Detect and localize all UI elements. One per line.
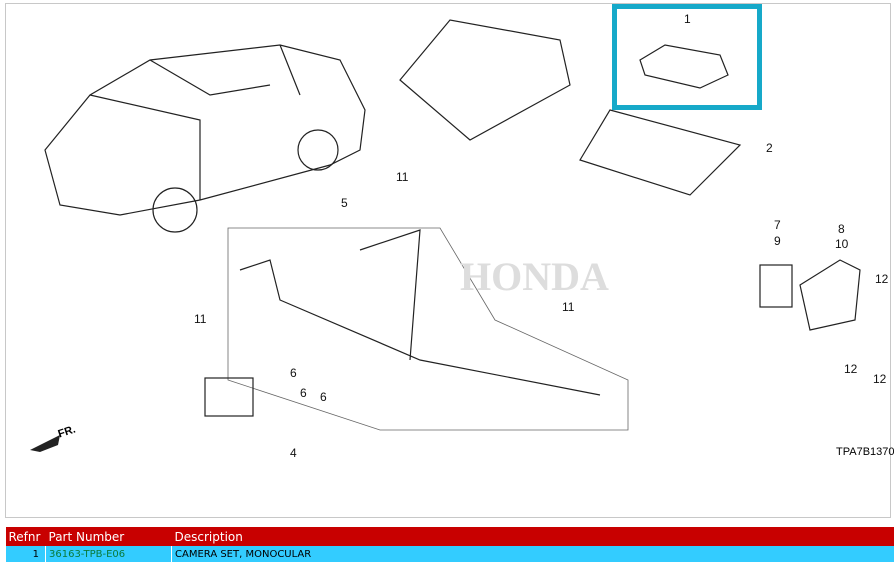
description-cell: CAMERA SET, MONOCULAR bbox=[171, 546, 894, 562]
diagram-frame bbox=[5, 3, 891, 518]
callout-12[interactable]: 12 bbox=[844, 362, 858, 376]
callout-12[interactable]: 12 bbox=[875, 272, 889, 286]
parts-table: Refnr Part Number Description 1 36163-TP… bbox=[5, 527, 894, 562]
callout-10[interactable]: 10 bbox=[835, 237, 849, 251]
callout-2[interactable]: 2 bbox=[766, 141, 773, 155]
col-refnr: Refnr bbox=[5, 527, 46, 546]
callout-6[interactable]: 6 bbox=[300, 386, 307, 400]
honda-watermark: HONDA bbox=[460, 254, 609, 299]
col-part-number: Part Number bbox=[45, 527, 172, 546]
sensor-bracket bbox=[799, 259, 861, 331]
roof-cover-lower bbox=[579, 109, 742, 196]
table-header: Refnr Part Number Description bbox=[5, 527, 894, 546]
callout-12[interactable]: 12 bbox=[873, 372, 887, 386]
wire-harness bbox=[239, 229, 601, 396]
callout-7[interactable]: 7 bbox=[774, 218, 781, 232]
callout-9[interactable]: 9 bbox=[774, 234, 781, 248]
callout-6[interactable]: 6 bbox=[320, 390, 327, 404]
callout-6[interactable]: 6 bbox=[290, 366, 297, 380]
table-row[interactable]: 1 36163-TPB-E06 CAMERA SET, MONOCULAR bbox=[5, 546, 894, 562]
callout-11[interactable]: 11 bbox=[396, 170, 409, 184]
refnr-cell: 1 bbox=[5, 546, 46, 562]
part-number-link[interactable]: 36163-TPB-E06 bbox=[45, 546, 172, 562]
callout-5[interactable]: 5 bbox=[341, 196, 348, 210]
front-arrow-icon bbox=[30, 435, 60, 452]
callout-4[interactable]: 4 bbox=[290, 446, 297, 460]
parts-diagram: HONDA bbox=[30, 19, 861, 452]
selected-part-highlight bbox=[612, 4, 762, 110]
camera-unit bbox=[639, 44, 729, 89]
callout-11[interactable]: 11 bbox=[194, 312, 207, 326]
callout-8[interactable]: 8 bbox=[838, 222, 845, 236]
vehicle-illustration bbox=[44, 44, 366, 216]
diagram-code: TPA7B1370 bbox=[836, 446, 894, 458]
sensor-cover bbox=[759, 264, 793, 308]
callout-1[interactable]: 1 bbox=[684, 12, 691, 26]
control-unit bbox=[204, 377, 254, 417]
callout-11[interactable]: 11 bbox=[562, 300, 575, 314]
col-description: Description bbox=[171, 527, 894, 546]
roof-cover-upper bbox=[399, 19, 571, 141]
